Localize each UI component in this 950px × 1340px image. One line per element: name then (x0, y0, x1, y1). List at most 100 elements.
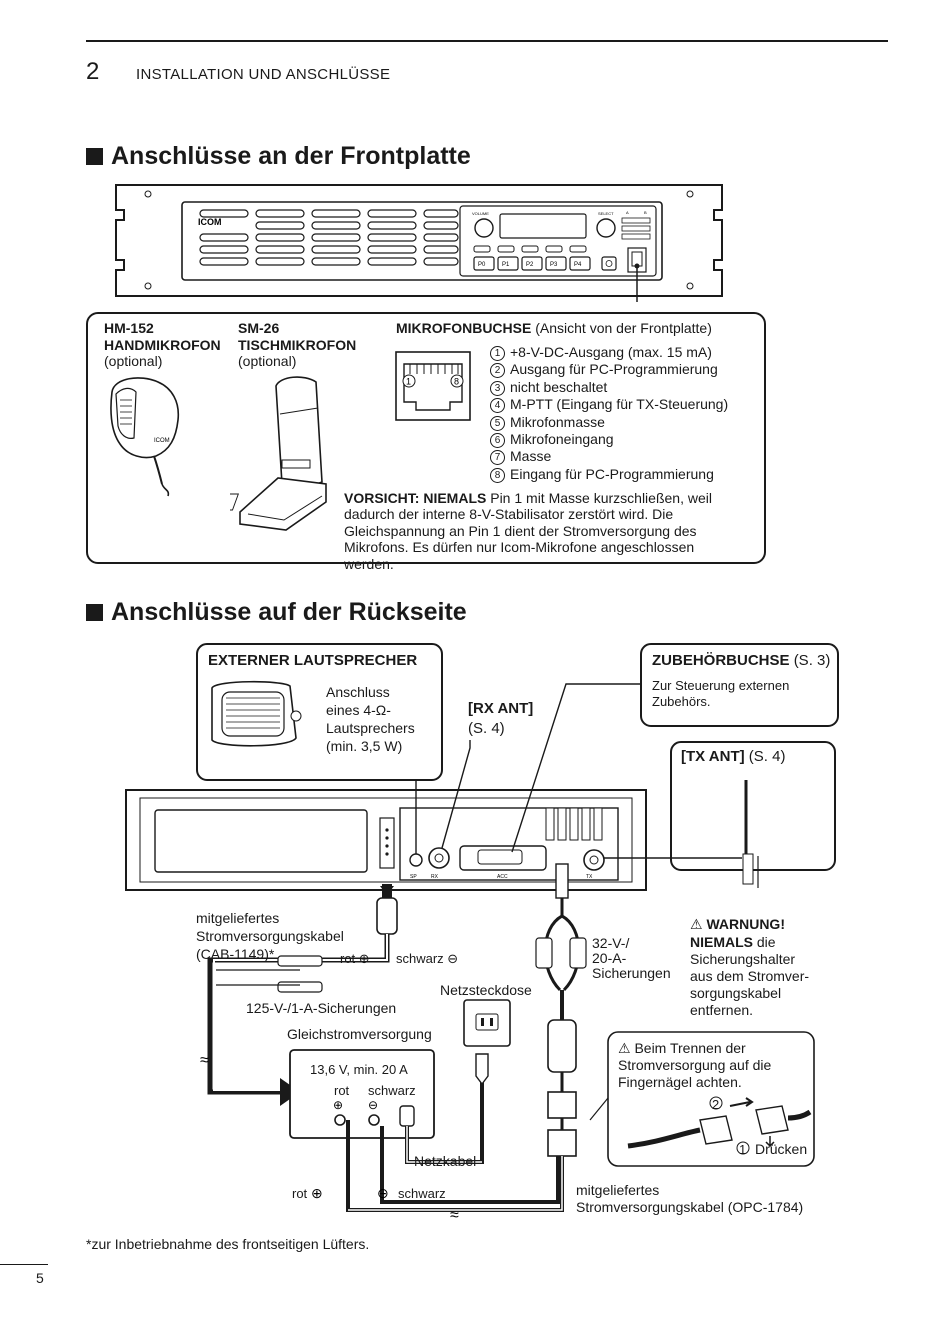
section-square-icon (86, 604, 103, 621)
bottom-schwarz-label: schwarz (398, 1186, 446, 1201)
acc-port-label: ACC (497, 874, 508, 880)
cable2-line-1: mitgeliefertes (576, 1182, 660, 1198)
volume-knob-icon (474, 218, 494, 238)
vent-slots (199, 209, 459, 266)
svg-text:⊖: ⊖ (377, 1185, 389, 1201)
tx-ant-title: [TX ANT] (681, 748, 745, 765)
speaker-text-2: eines 4-Ω- (326, 702, 391, 718)
pin-number: 8 (490, 467, 505, 483)
pin-text: +8-V-DC-Ausgang (max. 15 mA) (510, 344, 712, 360)
pin-text: Eingang für PC-Programmierung (510, 465, 714, 482)
header-rule (86, 40, 888, 42)
warning-line-1: NIEMALS die (690, 934, 776, 951)
psu-title: Gleichstromversorgung (287, 1026, 432, 1042)
sm26-name: TISCHMIKROFON (238, 337, 357, 353)
rear-section-title-text: Anschlüsse auf der Rückseite (111, 598, 467, 626)
fuses-32-line-1: 32-V-/ (592, 935, 630, 951)
finger-line-3: Fingernägel achten. (618, 1074, 742, 1090)
acc-heading: ZUBEHÖRBUCHSE (S. 3) (652, 652, 830, 670)
rx-ant-ref: (S. 4) (468, 720, 505, 737)
pin-text: Ausgang für PC-Programmierung (510, 361, 718, 378)
pin-item: 1 +8-V-DC-Ausgang (max. 15 mA) (490, 344, 728, 361)
speaker-title: EXTERNER LAUTSPRECHER (208, 652, 418, 669)
svg-text:≈: ≈ (450, 1207, 459, 1224)
pin-number: 7 (490, 450, 505, 466)
cable1-line-3: (CAB-1149)* (196, 946, 275, 962)
warning-lead: NIEMALS (690, 934, 753, 950)
rj45-jack-icon: 1 8 (395, 351, 471, 421)
p1-button: P1 (502, 262, 510, 268)
svg-text:⊖: ⊖ (368, 1098, 378, 1112)
pin-list: 1 +8-V-DC-Ausgang (max. 15 mA) 2 Ausgang f… (490, 344, 728, 483)
caution-lead: VORSICHT: NIEMALS (344, 490, 487, 506)
acc-ref: (S. 3) (793, 652, 831, 669)
plug-icon (475, 1053, 489, 1086)
warning-line-4: sorgungskabel (690, 985, 782, 1001)
fuses-32-line-2: 20-A- (592, 950, 627, 966)
pin-text: nicht beschaltet (510, 378, 608, 395)
warning-line-5: entfernen. (690, 1002, 754, 1018)
chapter-title: INSTALLATION UND ANSCHLÜSSE (136, 66, 391, 83)
pin-item: 5 Mikrofonmasse (490, 414, 728, 431)
jack-subtitle: (Ansicht von der Frontplatte) (535, 320, 712, 336)
page-number: 5 (36, 1270, 44, 1286)
rear-section-title: Anschlüsse auf der Rückseite (86, 598, 467, 627)
antenna-icon (742, 780, 759, 888)
speaker-text-3: Lautsprechers (326, 720, 415, 736)
pin8-marker: 8 (454, 377, 459, 387)
p4-button: P4 (574, 262, 582, 268)
front-section-title: Anschlüsse an der Frontplatte (86, 142, 471, 171)
select-label: SELECT (598, 211, 614, 216)
hand-microphone-icon: ICOM (110, 377, 180, 497)
pin-text: Mikrofonmasse (510, 413, 605, 430)
jack-heading: MIKROFONBUCHSE (Ansicht von der Frontpla… (396, 320, 712, 337)
rear-wiring-diagram: SP RX ACC TX ≈ ⊕ ⊖ (125, 643, 839, 1224)
svg-text:≈: ≈ (200, 1052, 209, 1069)
acc-text-2: Zubehörs. (652, 694, 711, 709)
finger-step-2: 2 (712, 1097, 720, 1112)
rx-port-label: RX (431, 874, 439, 880)
hm152-note: (optional) (104, 353, 163, 369)
schwarz-text: schwarz (396, 951, 444, 966)
front-section-title-text: Anschlüsse an der Frontplatte (111, 142, 471, 170)
svg-text:ICOM: ICOM (154, 438, 170, 444)
outlet-label: Netzsteckdose (440, 982, 532, 998)
front-panel-illustration: ICOM VOLUME SELECT A B P0 P1 P2 P3 P4 (115, 184, 723, 302)
caution-body: Pin 1 mit Masse kurzschließen, weil dadu… (344, 490, 712, 572)
acc-title: ZUBEHÖRBUCHSE (652, 652, 790, 669)
pin-number: 1 (490, 346, 505, 361)
page-rule (0, 1264, 48, 1265)
jack-title: MIKROFONBUCHSE (396, 320, 532, 336)
speaker-icon (211, 680, 302, 747)
warning-line-3: aus dem Stromver- (690, 968, 810, 984)
finger-press: Drücken (755, 1141, 808, 1157)
fuses-32-line-3: Sicherungen (592, 965, 671, 981)
svg-text:⊕: ⊕ (311, 1185, 323, 1201)
tx-port-label: TX (586, 874, 593, 880)
pin-number: 2 (490, 363, 505, 379)
footnote: *zur Inbetriebnahme des frontseitigen Lü… (86, 1236, 370, 1252)
chapter-number: 2 (86, 58, 100, 85)
fuses-125-label: 125-V-/1-A-Sicherungen (246, 1000, 397, 1016)
pin1-marker: 1 (406, 377, 411, 387)
warning-title: ⚠ WARNUNG! (690, 916, 785, 932)
volume-label: VOLUME (472, 211, 489, 216)
caution-text: VORSICHT: NIEMALS Pin 1 mit Masse kurzsc… (344, 490, 744, 572)
cable2-line-2: Stromversorgungskabel (OPC-1784) (576, 1199, 804, 1215)
tx-ant-heading: [TX ANT] (S. 4) (681, 748, 785, 766)
ab-label-a: A (626, 210, 629, 215)
rot-text: rot (340, 951, 356, 966)
pin-text: Masse (510, 448, 552, 465)
acc-text-1: Zur Steuerung externen (652, 678, 790, 693)
p3-button: P3 (550, 262, 558, 268)
ab-label-b: B (644, 210, 647, 215)
pin-text: Mikrofoneingang (510, 431, 614, 448)
bottom-rot-label: rot (292, 1186, 308, 1201)
cable1-line-2: Stromversorgungskabel (196, 928, 344, 944)
select-knob-icon (596, 218, 616, 238)
pin-number: 5 (490, 415, 505, 431)
hm152-name: HANDMIKROFON (104, 337, 221, 353)
